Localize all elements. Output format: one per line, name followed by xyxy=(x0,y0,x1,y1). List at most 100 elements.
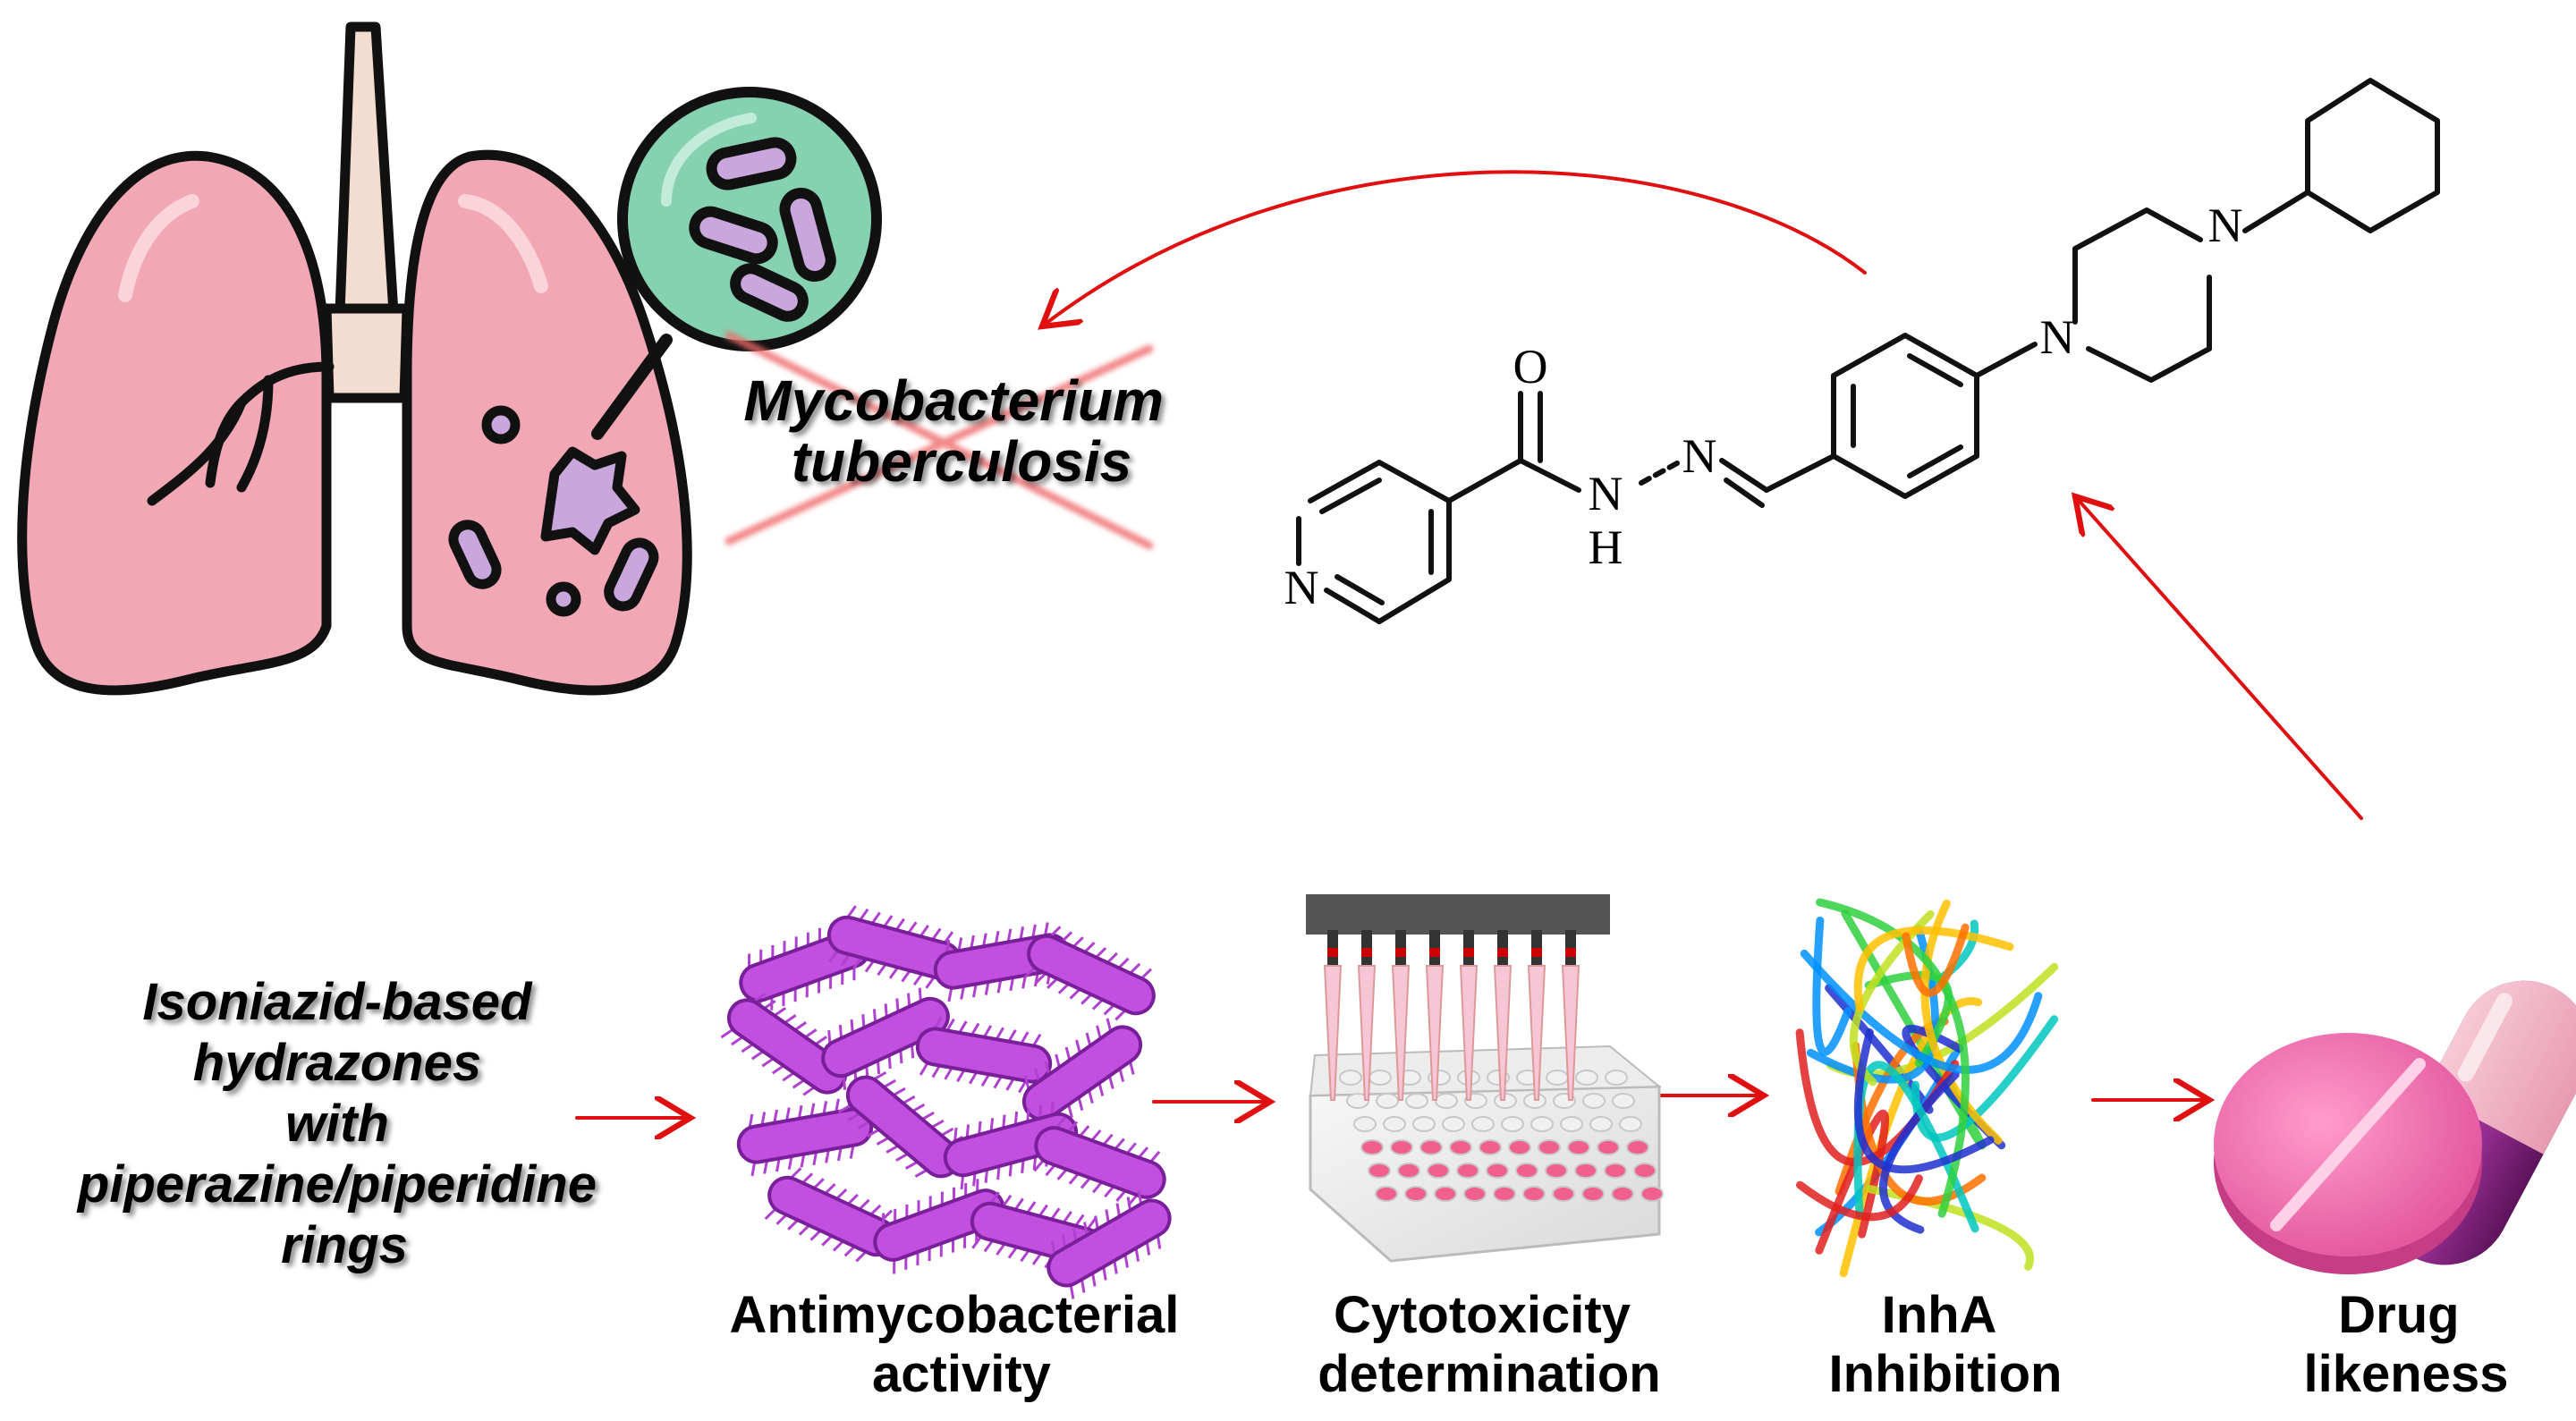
bacterium-rod-1 xyxy=(826,905,962,989)
plate-well-37 xyxy=(1567,1139,1590,1155)
plate-well-32 xyxy=(1419,1139,1443,1155)
protein-strand-23 xyxy=(1796,1174,1923,1222)
atom-n-piperazine-2: N xyxy=(2208,199,2243,252)
pipette-tip-2 xyxy=(1391,930,1411,1101)
bacterium-rod-3 xyxy=(1023,926,1156,1021)
plate-well-43 xyxy=(1456,1163,1479,1179)
plate-well-55 xyxy=(1522,1186,1546,1202)
pipette-tip-4 xyxy=(1459,930,1479,1101)
protein-strand-9 xyxy=(1806,925,1939,1084)
protein-strand-7 xyxy=(1815,1109,1890,1255)
plate-well-35 xyxy=(1508,1139,1531,1155)
protein-strand-25 xyxy=(1812,916,1852,1056)
plate-well-33 xyxy=(1449,1139,1472,1155)
pipette-tip-1 xyxy=(1357,930,1377,1101)
protein-strand-18 xyxy=(1853,1061,1979,1233)
protein-strand-22 xyxy=(1902,923,1970,997)
pathogen-line2: tuberculosis xyxy=(792,429,1132,494)
plate-well-45 xyxy=(1515,1163,1538,1179)
pathogen-name: Mycobacterium tuberculosis xyxy=(743,368,1179,494)
plate-well-24 xyxy=(1471,1116,1495,1132)
plate-well-40 xyxy=(1368,1163,1391,1179)
plate-well-54 xyxy=(1493,1186,1516,1202)
plate-well-53 xyxy=(1463,1186,1487,1202)
plate-well-58 xyxy=(1611,1186,1634,1202)
bacterium-rod-12 xyxy=(764,1167,896,1263)
pipette-tip-3 xyxy=(1425,930,1445,1101)
plate-well-12 xyxy=(1405,1093,1428,1109)
step-labels: Antimycobacterial activity Cytotoxicity … xyxy=(730,1286,2509,1403)
flow-arrows xyxy=(575,170,2363,1118)
bacterium-rod-15 xyxy=(1046,1190,1172,1299)
atom-n-amide: N xyxy=(1589,467,1623,520)
pipette-tip-0 xyxy=(1323,930,1343,1101)
series-line1: Isoniazid-based xyxy=(142,973,533,1031)
pathogen-line1: Mycobacterium xyxy=(743,368,1163,433)
protein-strand-19 xyxy=(1816,898,1970,1218)
step-cytotoxicity: Cytotoxicity determination xyxy=(1318,1286,1661,1403)
plate-well-34 xyxy=(1479,1139,1502,1155)
plate-well-11 xyxy=(1376,1093,1399,1109)
plate-well-57 xyxy=(1581,1186,1605,1202)
magnifier-bacteria-icon xyxy=(617,87,882,351)
cross-mark xyxy=(724,331,1154,550)
pipette-tip-7 xyxy=(1561,930,1580,1101)
pill-capsule-icon xyxy=(2214,980,2576,1274)
plate-well-27 xyxy=(1560,1116,1583,1132)
protein-ribbon-icon xyxy=(1795,898,2059,1278)
protein-strand-16 xyxy=(1878,1070,1960,1234)
plate-well-13 xyxy=(1435,1093,1458,1109)
plate-well-28 xyxy=(1589,1116,1613,1132)
protein-strand-5 xyxy=(1839,997,1983,1278)
atom-oxygen: O xyxy=(1513,340,1548,393)
protein-strand-24 xyxy=(1853,1028,1995,1174)
plate-well-42 xyxy=(1427,1163,1450,1179)
plate-well-1 xyxy=(1368,1070,1392,1086)
plate-well-30 xyxy=(1360,1139,1384,1155)
plate-well-41 xyxy=(1397,1163,1420,1179)
plate-well-19 xyxy=(1612,1093,1635,1109)
plate-well-20 xyxy=(1353,1116,1377,1132)
plate-well-44 xyxy=(1486,1163,1509,1179)
bacteria-cluster-icon xyxy=(720,905,1172,1299)
protein-strand-13 xyxy=(1920,899,2003,1145)
plate-well-36 xyxy=(1538,1139,1561,1155)
plate-well-29 xyxy=(1619,1116,1642,1132)
arc-arrow xyxy=(1042,170,1867,326)
pipette-plate-icon xyxy=(1306,894,1664,1263)
step-drug-likeness: Drug likeness xyxy=(2304,1286,2509,1403)
plate-well-56 xyxy=(1552,1186,1575,1202)
molecule-atoms: O N H N N N N xyxy=(1284,199,2243,614)
pipette-tip-6 xyxy=(1527,930,1546,1101)
atom-h-amide: H xyxy=(1589,520,1623,574)
plate-well-52 xyxy=(1434,1186,1457,1202)
plate-well-0 xyxy=(1339,1070,1362,1086)
pipette-tip-5 xyxy=(1493,930,1513,1101)
plate-well-7 xyxy=(1546,1070,1569,1086)
plate-well-23 xyxy=(1442,1116,1465,1132)
bacterium-rod-8 xyxy=(736,1096,874,1177)
plate-well-31 xyxy=(1390,1139,1413,1155)
plate-well-25 xyxy=(1501,1116,1524,1132)
series-line4: piperazine/piperidine xyxy=(76,1155,597,1214)
plate-well-8 xyxy=(1575,1070,1598,1086)
lungs-icon xyxy=(17,21,692,696)
series-line2: hydrazones xyxy=(193,1034,481,1092)
plate-well-26 xyxy=(1530,1116,1554,1132)
step-antimycobacterial: Antimycobacterial activity xyxy=(730,1286,1194,1403)
plate-well-9 xyxy=(1605,1070,1628,1086)
plate-well-51 xyxy=(1404,1186,1428,1202)
series-line5: rings xyxy=(281,1216,408,1274)
bacterium-rod-6 xyxy=(915,1016,1053,1094)
atom-n-imine: N xyxy=(1682,429,1717,483)
series-line3: with xyxy=(285,1095,389,1153)
plate-well-38 xyxy=(1597,1139,1620,1155)
bacterium-rod-11 xyxy=(1033,1116,1166,1206)
diagonal-arrow xyxy=(2075,496,2363,820)
plate-well-49 xyxy=(1633,1163,1657,1179)
plate-well-50 xyxy=(1375,1186,1398,1202)
atom-n-pyridine: N xyxy=(1284,561,1319,614)
plate-well-22 xyxy=(1412,1116,1436,1132)
atom-n-piperazine-1: N xyxy=(2040,310,2075,364)
